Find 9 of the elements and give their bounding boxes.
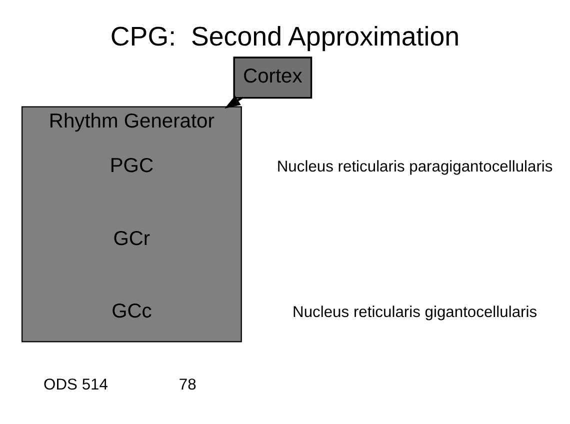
label: Nucleus reticularis gigantocellularis [292,303,538,320]
node-box: Cortex [233,56,312,98]
label: ODS 514 [44,376,108,394]
node-text: GCr [113,227,150,250]
diagram-title: CPG: Second Approximation [110,20,460,51]
node-text: PGC [110,154,154,177]
label: 78 [178,376,196,394]
node-text: GCc [112,300,152,322]
label: Nucleus reticularis paragigantocellularis [276,158,553,175]
